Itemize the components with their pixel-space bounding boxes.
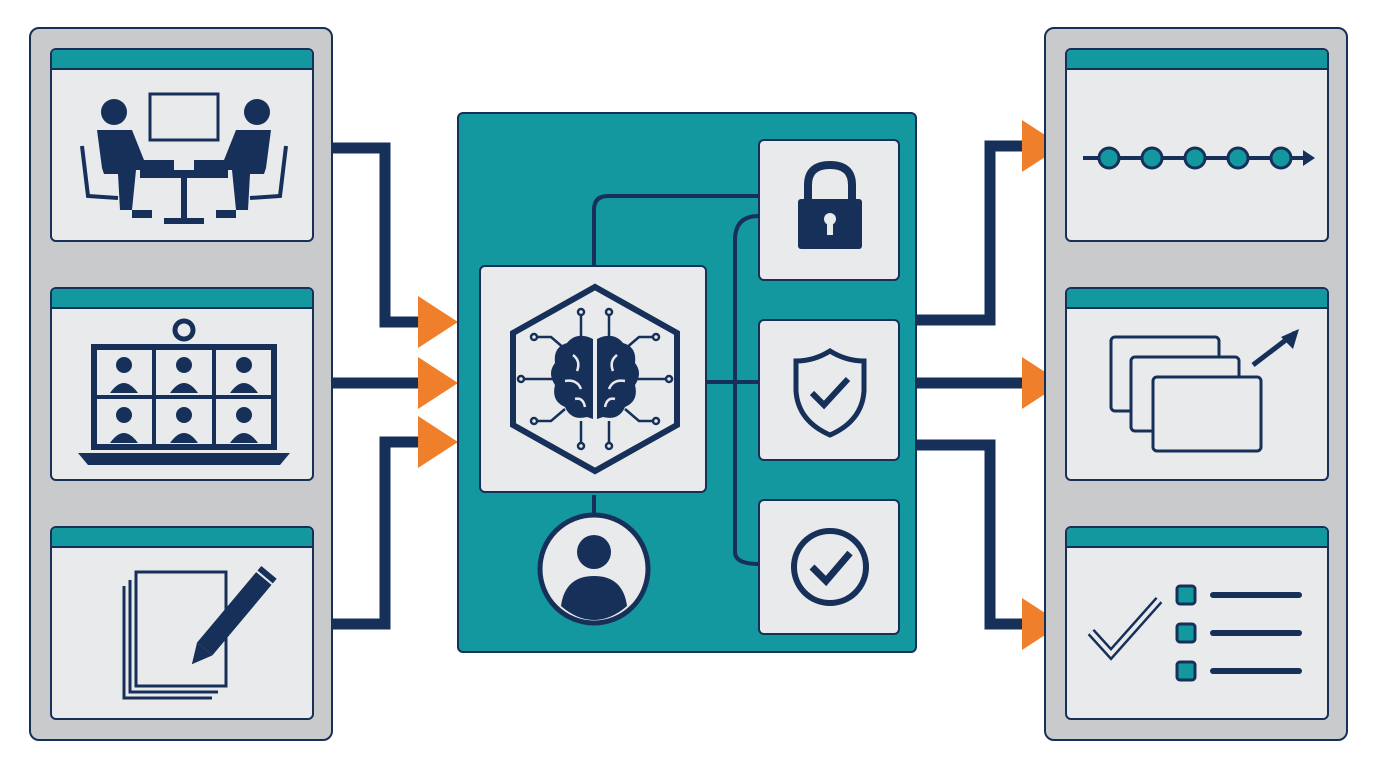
arrowhead-output-3 [1022, 598, 1062, 650]
connector-output-1 [916, 140, 1030, 326]
control-tile-security [758, 139, 900, 281]
card-header-bar [1067, 528, 1327, 548]
input-card-documents [50, 526, 314, 720]
output-card-checklist [1065, 526, 1329, 720]
output-card-timeline [1065, 48, 1329, 242]
ai-brain-icon [510, 283, 680, 475]
input-card-meeting [50, 48, 314, 242]
meeting-icon [80, 92, 288, 224]
export-slides-icon [1109, 329, 1299, 453]
card-header-bar [52, 528, 312, 548]
arrowhead-input-2 [418, 357, 458, 409]
checklist-icon [1087, 584, 1302, 682]
connector-input-3 [312, 436, 425, 630]
user-icon [537, 512, 651, 626]
lock-icon [798, 160, 862, 249]
card-header-bar [1067, 50, 1327, 70]
connector-output-3 [916, 439, 1030, 630]
ai-core-tile [479, 265, 707, 493]
arrowhead-input-3 [418, 416, 458, 468]
timeline-icon [1083, 146, 1315, 170]
card-header-bar [1067, 289, 1327, 309]
connector-input-1 [312, 142, 425, 328]
card-header-bar [52, 50, 312, 70]
output-card-export [1065, 287, 1329, 481]
control-tile-protection [758, 319, 900, 461]
arrowhead-input-1 [418, 296, 458, 348]
control-tile-approval [758, 499, 900, 635]
documents-pen-icon [122, 565, 277, 700]
input-card-video-call [50, 287, 314, 481]
arrowhead-output-1 [1022, 120, 1062, 172]
check-circle-icon [791, 528, 869, 606]
card-header-bar [52, 289, 312, 309]
video-conference-icon [78, 318, 290, 465]
arrowhead-output-2 [1022, 357, 1062, 409]
shield-check-icon [793, 348, 867, 438]
